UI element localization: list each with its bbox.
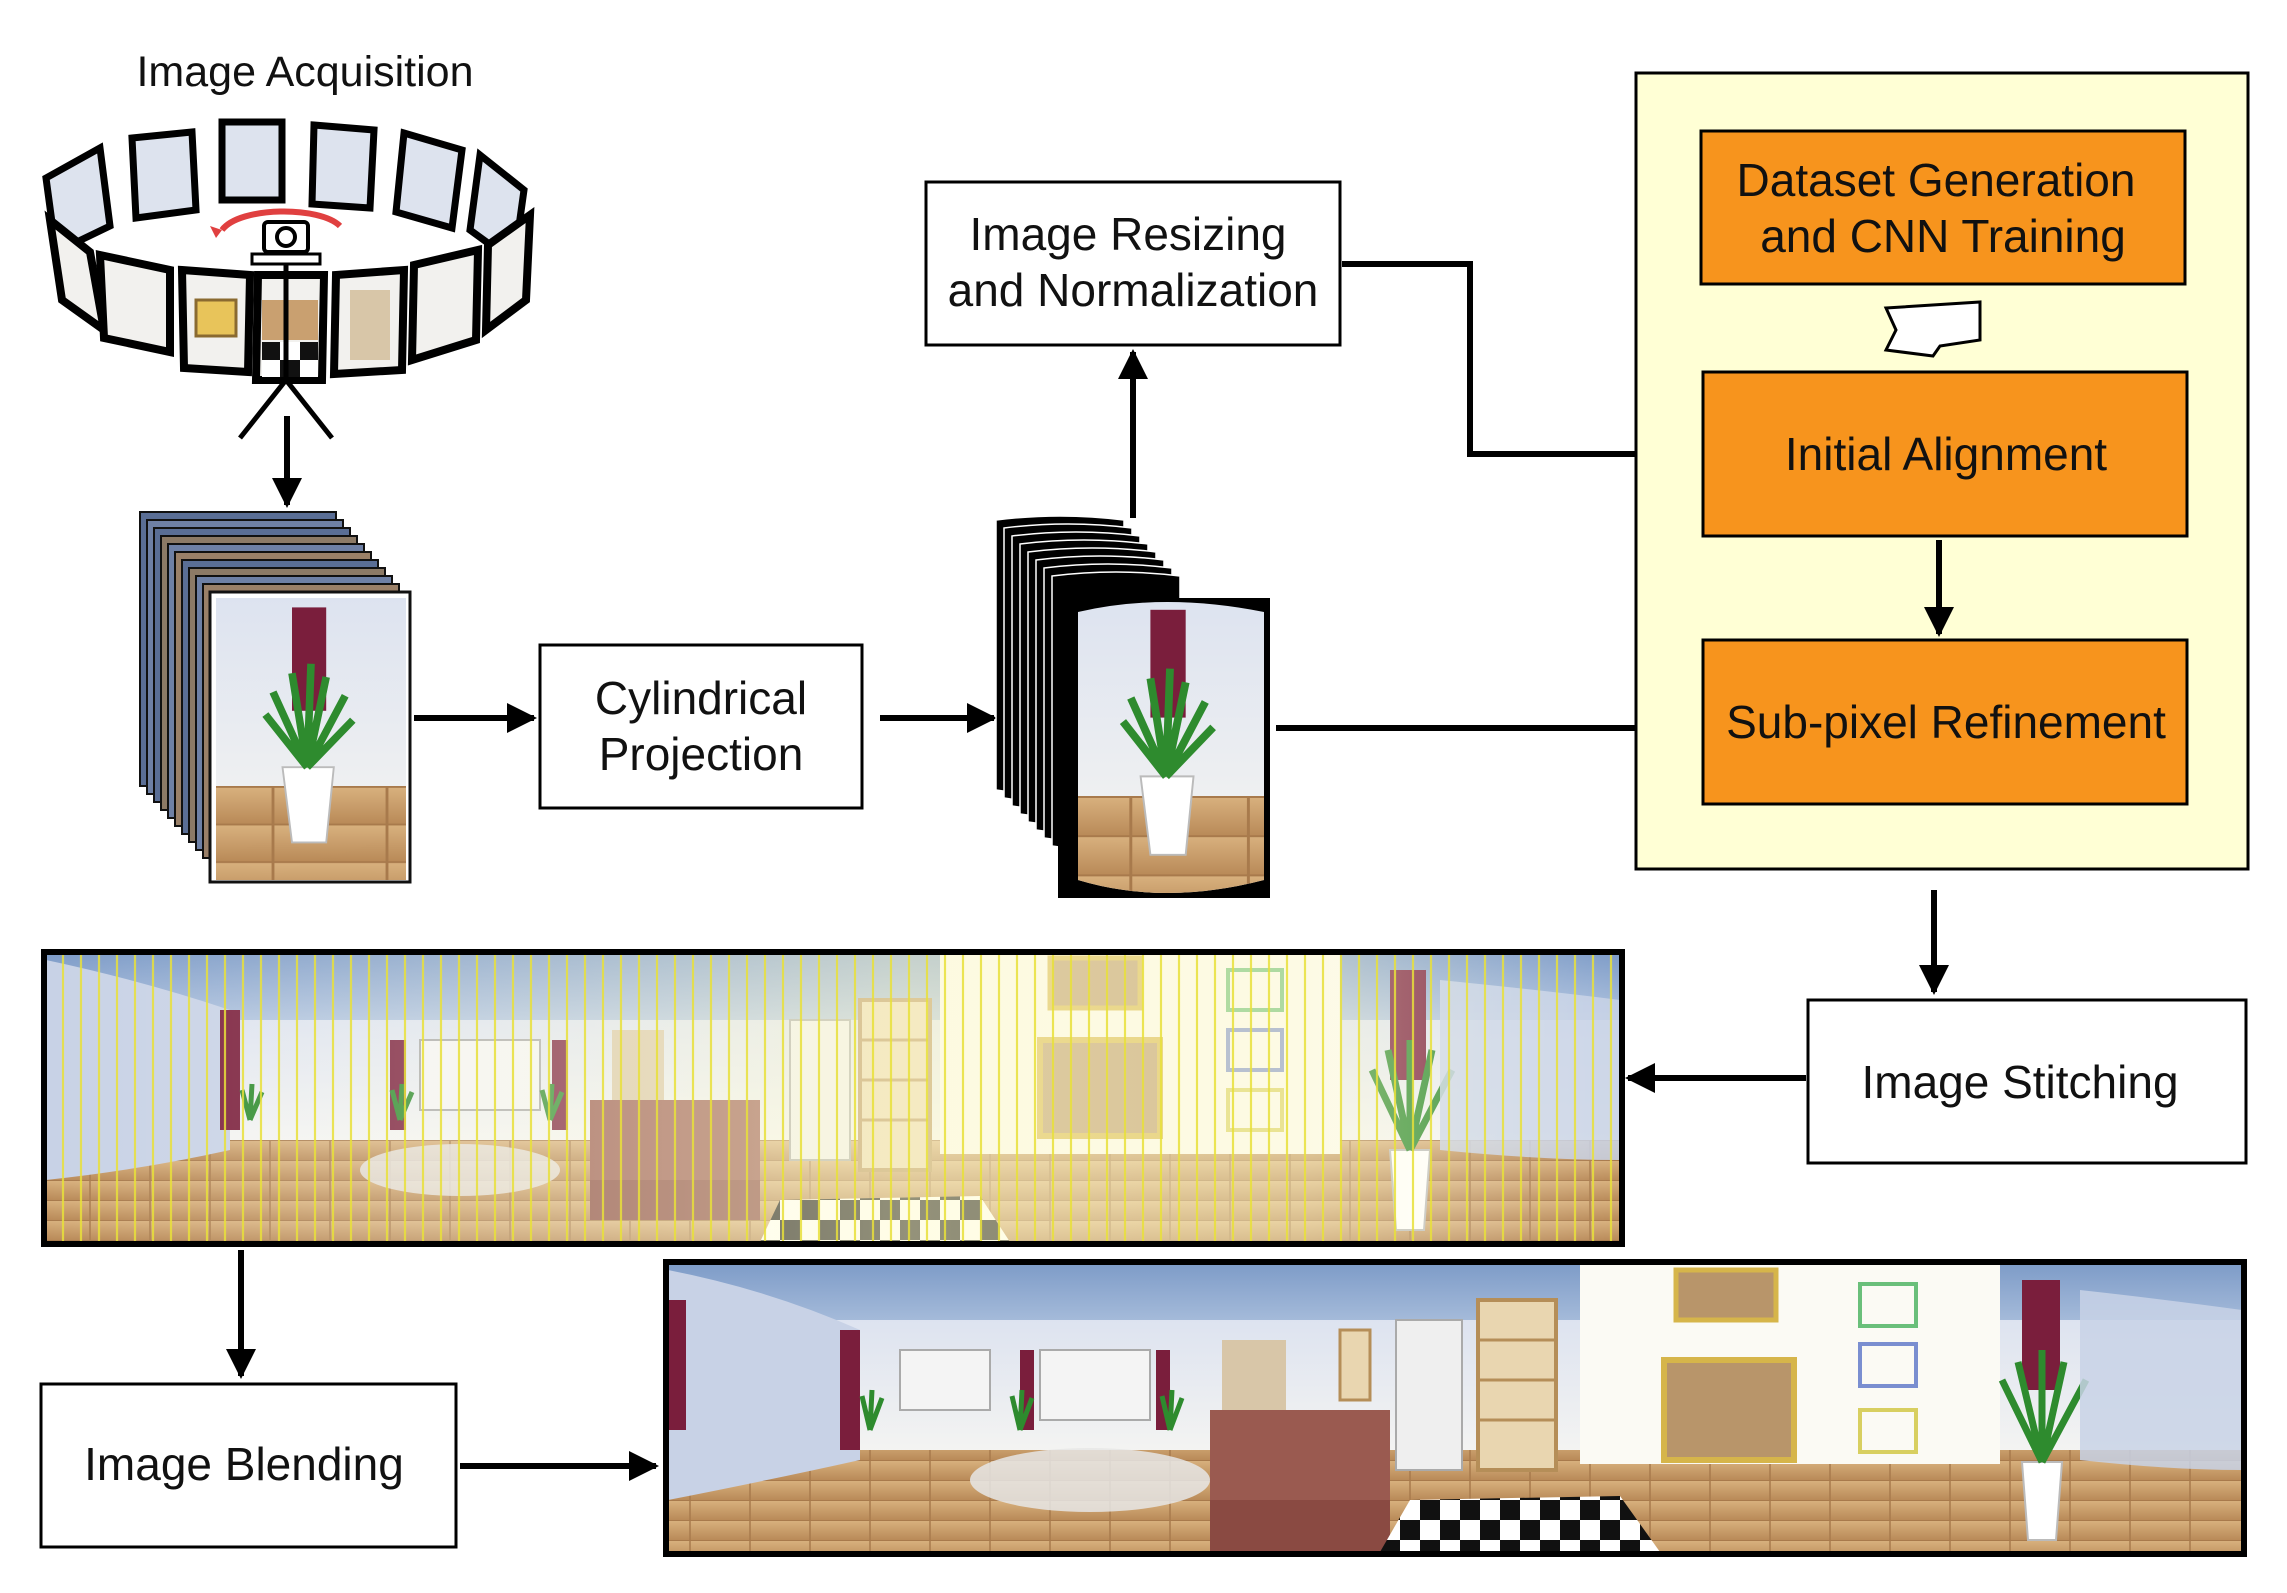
- image-blending-box: Image Blending: [39, 1382, 458, 1549]
- dataset-generation-box: Dataset Generation and CNN Training: [1699, 129, 2187, 286]
- svg-text:Dataset Generation: Dataset Generation: [1737, 154, 2136, 206]
- stitching-label: Image Stitching: [1861, 1056, 2178, 1108]
- arrow-resizing-to-initial-alignment: [1342, 261, 1703, 469]
- resizing-line-2: and Normalization: [948, 264, 1319, 316]
- dataset-line-2: and CNN Training: [1760, 210, 2126, 262]
- image-stitching-box: Image Stitching: [1806, 998, 2248, 1165]
- projected-image-stack: [995, 515, 1270, 898]
- cylindrical-line-1: Cylindrical: [595, 672, 807, 724]
- svg-text:Projection: Projection: [599, 728, 804, 780]
- initial-alignment-label: Initial Alignment: [1785, 428, 2107, 480]
- resizing-line-1: Image Resizing: [969, 208, 1286, 260]
- svg-text:Image Resizing: Image Resizing: [969, 208, 1286, 260]
- input-image-stack: [139, 511, 412, 882]
- svg-text:Cylindrical: Cylindrical: [595, 672, 807, 724]
- subpixel-refinement-box: Sub-pixel Refinement: [1701, 638, 2189, 806]
- blending-label: Image Blending: [84, 1438, 404, 1490]
- chevron-down-icon: [1883, 300, 1982, 358]
- initial-alignment-box: Initial Alignment: [1701, 370, 2189, 538]
- cylindrical-projection-box: Cylindrical Projection: [538, 643, 864, 810]
- subpixel-label: Sub-pixel Refinement: [1726, 696, 2166, 748]
- image-resizing-box: Image Resizing and Normalization: [924, 180, 1342, 347]
- cylindrical-line-2: Projection: [599, 728, 804, 780]
- blended-panorama: [663, 1259, 2247, 1557]
- svg-text:and CNN Training: and CNN Training: [1760, 210, 2126, 262]
- camera-ring-illustration: [42, 118, 535, 440]
- dataset-line-1: Dataset Generation: [1737, 154, 2136, 206]
- stitched-panorama: [41, 949, 1625, 1247]
- svg-text:and Normalization: and Normalization: [948, 264, 1319, 316]
- acquisition-title: Image Acquisition: [136, 48, 473, 96]
